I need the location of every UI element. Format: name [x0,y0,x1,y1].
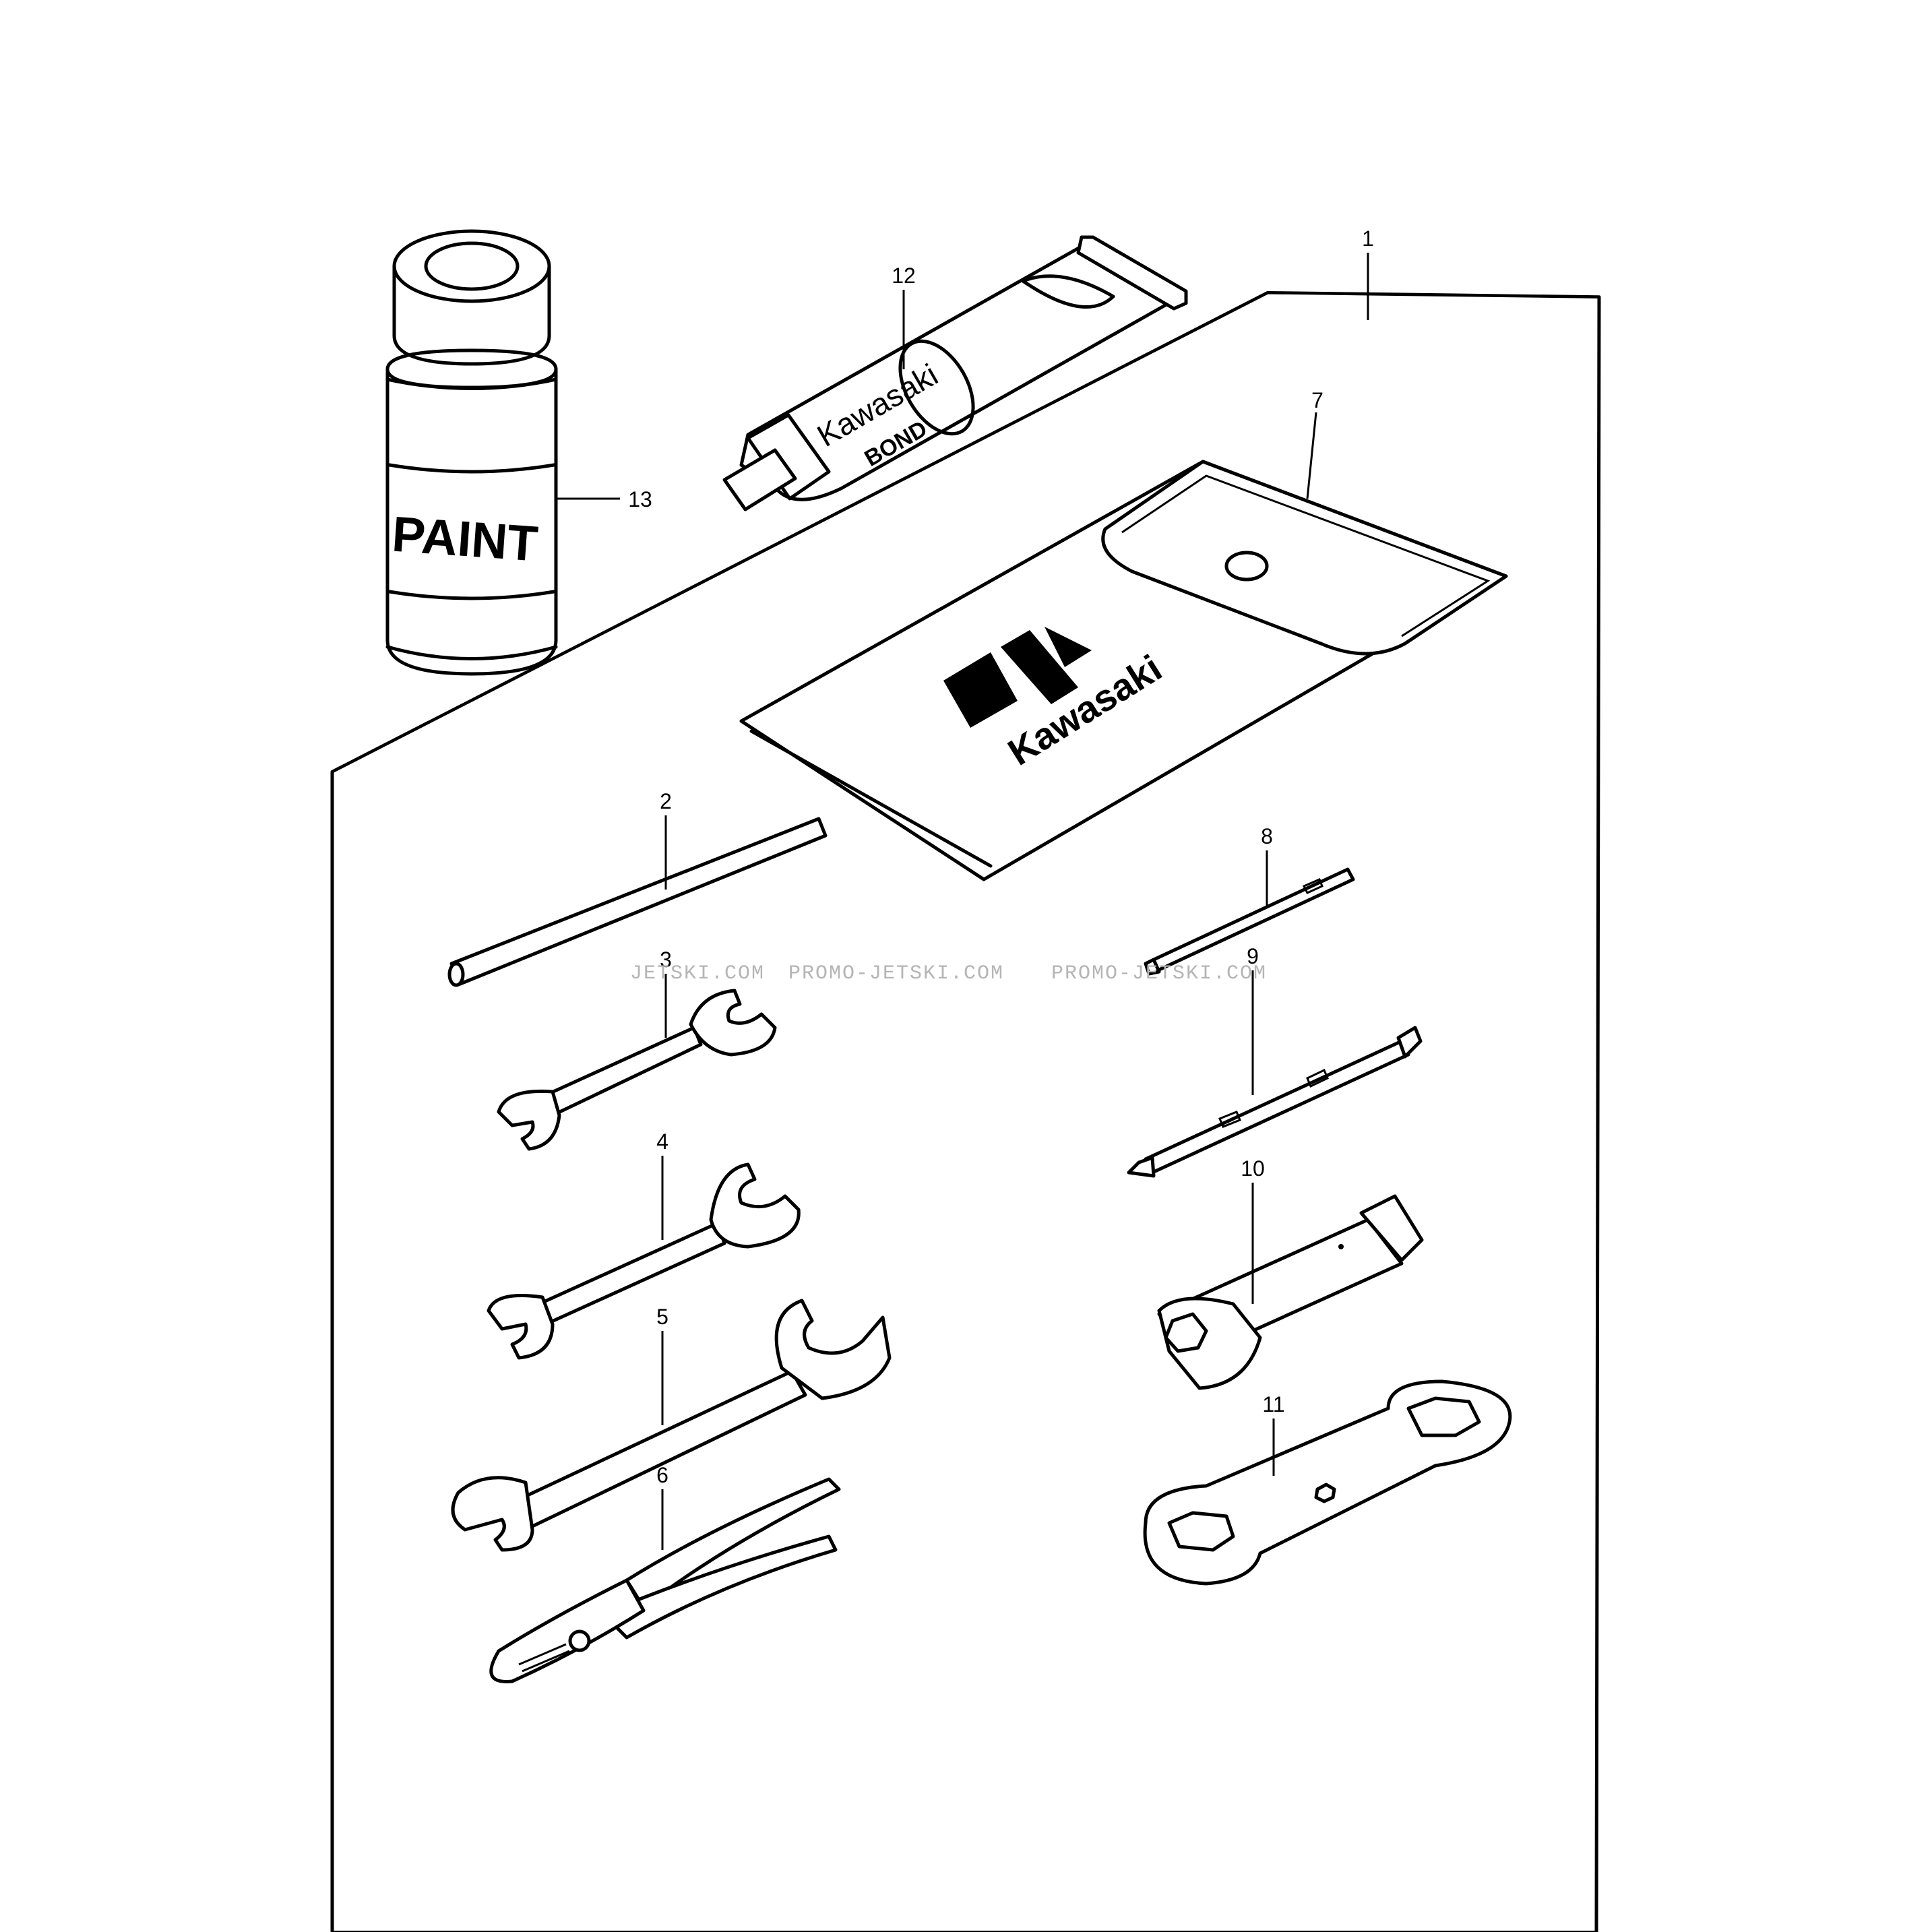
double-hex-box-spanner [1143,1379,1512,1586]
leader-lines [556,253,1369,1550]
tool-pouch: Kawasaki [739,460,1508,881]
watermark-2: PROMO-JETSKI.COM [788,962,1004,985]
watermark-1: JETSKI.COM [630,962,765,985]
callout-12: 12 [892,263,916,288]
small-open-end-wrench [497,989,777,1151]
hex-rod [447,817,828,987]
kawasaki-logo-mark [943,627,1092,728]
callout-5: 5 [656,1305,668,1329]
callout-9: 9 [1247,944,1259,968]
callout-3: 3 [660,947,672,972]
double-ended-screwdriver [1127,1026,1423,1178]
callout-7: 7 [1311,388,1323,412]
callout-13: 13 [628,487,652,511]
paint-spray-can: PAINT [385,229,558,676]
large-open-end-wrench [451,1299,892,1552]
callout-8: 8 [1261,824,1273,848]
callout-10: 10 [1241,1156,1265,1181]
kit-boundary-frame [330,290,1601,1932]
medium-open-end-wrench [487,1162,801,1360]
callout-2: 2 [660,789,672,813]
spark-plug-socket-wrench [1157,1194,1424,1390]
callout-6: 6 [656,1463,668,1487]
callout-11: 11 [1262,1392,1284,1416]
bond-tube: Kawasaki BOND [722,235,1188,511]
screwdriver-shaft [1144,867,1355,976]
watermark-3: PROMO-JETSKI.COM [1051,962,1267,985]
callout-1: 1 [1362,226,1374,251]
slip-joint-pliers [489,1477,841,1683]
callout-4: 4 [656,1129,668,1154]
paint-can-label: PAINT [390,506,540,572]
